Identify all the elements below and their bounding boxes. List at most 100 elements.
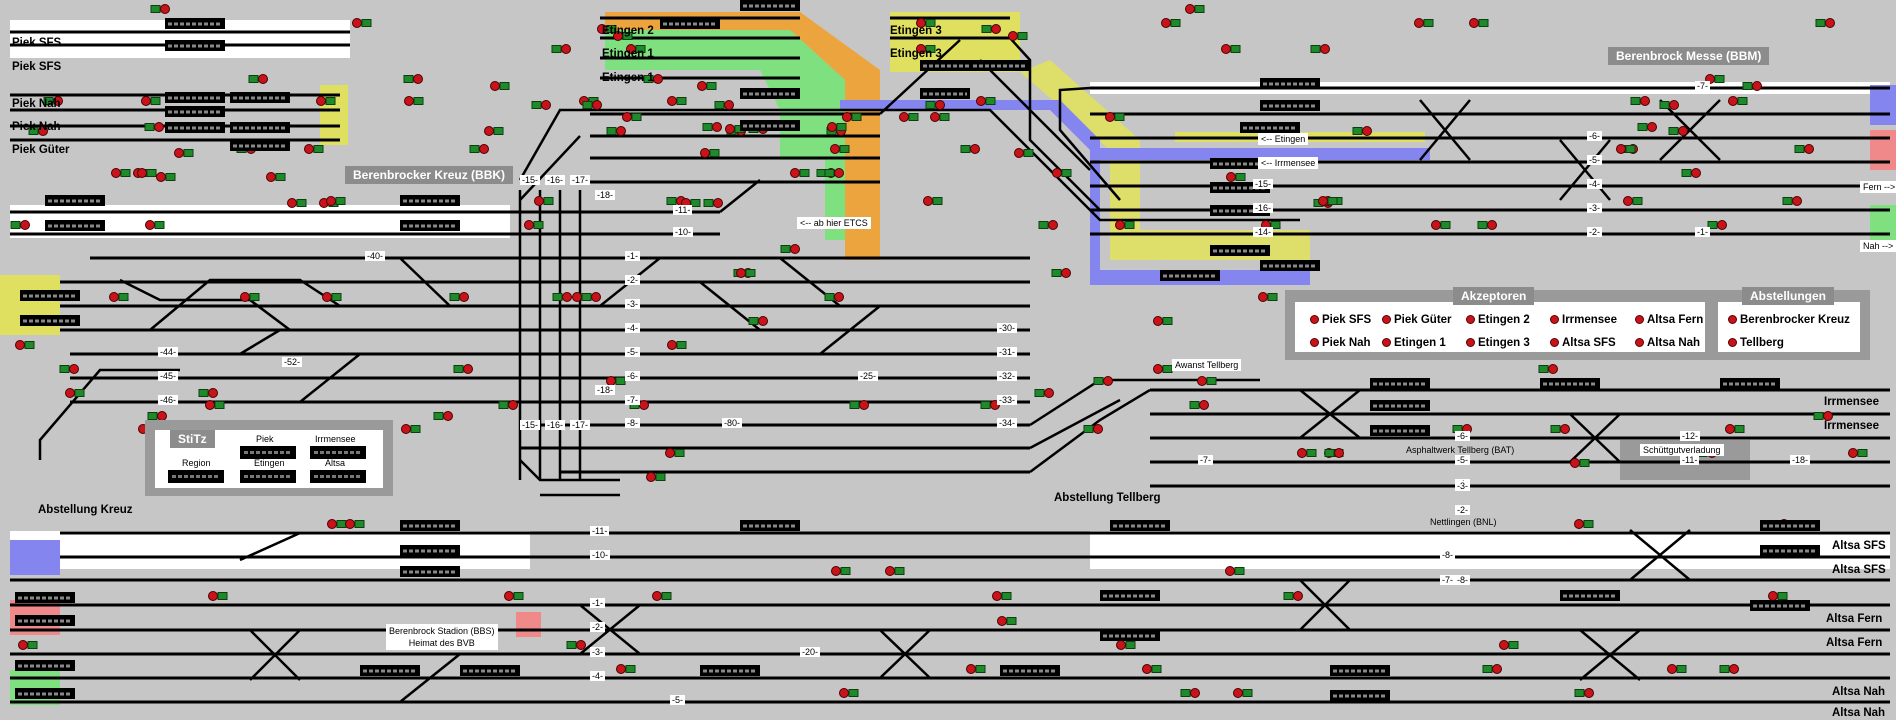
akzeptor-etingen-1[interactable]: Etingen 1: [1382, 336, 1446, 350]
station-irrmensee-2[interactable]: Irrmensee: [1824, 420, 1879, 432]
track-signal-icon[interactable]: [839, 688, 859, 698]
track-signal-icon[interactable]: [137, 168, 157, 178]
track-signal-icon[interactable]: [145, 220, 165, 230]
track-signal-icon[interactable]: [534, 196, 554, 206]
track-signal-icon[interactable]: [1667, 664, 1687, 674]
track-signal-icon[interactable]: [736, 268, 756, 278]
track-signal-icon[interactable]: [205, 400, 225, 410]
track-signal-icon[interactable]: [150, 4, 170, 14]
track-signal-icon[interactable]: [65, 388, 85, 398]
track-signal-icon[interactable]: [916, 18, 936, 28]
track-signal-icon[interactable]: [697, 81, 717, 91]
track-signal-icon[interactable]: [780, 244, 800, 254]
station-altsa-fern-1[interactable]: Altsa Fern: [1826, 613, 1883, 625]
track-signal-icon[interactable]: [622, 112, 642, 122]
track-signal-icon[interactable]: [597, 24, 617, 34]
track-signal-icon[interactable]: [960, 144, 980, 154]
track-signal-icon[interactable]: [490, 81, 510, 91]
track-signal-icon[interactable]: [498, 400, 518, 410]
track-signal-icon[interactable]: [643, 74, 663, 84]
track-signal-icon[interactable]: [1477, 220, 1497, 230]
track-signal-icon[interactable]: [1324, 448, 1344, 458]
track-signal-icon[interactable]: [1221, 44, 1241, 54]
track-signal-icon[interactable]: [790, 168, 810, 178]
akzeptor-etingen-2[interactable]: Etingen 2: [1466, 313, 1530, 327]
track-signal-icon[interactable]: [1197, 376, 1217, 386]
track-signal-icon[interactable]: [1431, 220, 1451, 230]
station-piek-nah-1[interactable]: Piek Nah: [12, 98, 61, 110]
track-signal-icon[interactable]: [748, 316, 768, 326]
track-signal-icon[interactable]: [1258, 292, 1278, 302]
track-signal-icon[interactable]: [1574, 519, 1594, 529]
track-signal-icon[interactable]: [326, 196, 346, 206]
track-signal-icon[interactable]: [327, 519, 347, 529]
track-signal-icon[interactable]: [700, 148, 720, 158]
track-signal-icon[interactable]: [997, 616, 1017, 626]
track-signal-icon[interactable]: [1083, 424, 1103, 434]
track-signal-icon[interactable]: [208, 591, 228, 601]
akzeptor-altsa-nah[interactable]: Altsa Nah: [1635, 336, 1700, 350]
abstellung-berenbrocker-kreuz[interactable]: Berenbrocker Kreuz: [1728, 313, 1850, 327]
station-piek-nah-2[interactable]: Piek Nah: [12, 121, 61, 133]
station-etingen-1b[interactable]: Etingen 1: [602, 72, 654, 84]
track-signal-icon[interactable]: [1813, 411, 1833, 421]
track-signal-icon[interactable]: [322, 292, 342, 302]
track-signal-icon[interactable]: [714, 100, 734, 110]
track-signal-icon[interactable]: [401, 424, 421, 434]
akzeptor-piek-gueter[interactable]: Piek Güter: [1382, 313, 1452, 327]
station-etingen-3b[interactable]: Etingen 3: [890, 48, 942, 60]
track-signal-icon[interactable]: [1794, 144, 1814, 154]
track-signal-icon[interactable]: [1105, 112, 1125, 122]
track-signal-icon[interactable]: [404, 96, 424, 106]
track-signal-icon[interactable]: [667, 96, 687, 106]
track-signal-icon[interactable]: [1153, 316, 1173, 326]
station-etingen-2[interactable]: Etingen 2: [602, 25, 654, 37]
akzeptor-altsa-fern[interactable]: Altsa Fern: [1635, 313, 1703, 327]
track-signal-icon[interactable]: [1038, 220, 1058, 230]
track-signal-icon[interactable]: [1318, 196, 1338, 206]
track-signal-icon[interactable]: [174, 148, 194, 158]
track-signal-icon[interactable]: [111, 168, 131, 178]
track-signal-icon[interactable]: [266, 172, 286, 182]
track-signal-icon[interactable]: [156, 172, 176, 182]
track-signal-icon[interactable]: [1668, 126, 1688, 136]
track-signal-icon[interactable]: [613, 31, 633, 41]
track-signal-icon[interactable]: [18, 640, 38, 650]
track-signal-icon[interactable]: [1719, 664, 1739, 674]
track-signal-icon[interactable]: [667, 340, 687, 350]
track-signal-icon[interactable]: [827, 122, 847, 132]
track-signal-icon[interactable]: [665, 448, 685, 458]
track-signal-icon[interactable]: [1782, 196, 1802, 206]
track-signal-icon[interactable]: [316, 96, 336, 106]
track-signal-icon[interactable]: [1616, 144, 1636, 154]
track-signal-icon[interactable]: [1659, 100, 1679, 110]
station-irrmensee-1[interactable]: Irrmensee: [1824, 396, 1879, 408]
track-signal-icon[interactable]: [930, 112, 950, 122]
station-altsa-fern-2[interactable]: Altsa Fern: [1826, 637, 1883, 649]
track-signal-icon[interactable]: [1008, 31, 1028, 41]
track-signal-icon[interactable]: [1570, 458, 1590, 468]
track-signal-icon[interactable]: [147, 411, 167, 421]
track-signal-icon[interactable]: [1185, 4, 1205, 14]
track-signal-icon[interactable]: [240, 292, 260, 302]
track-signal-icon[interactable]: [433, 411, 453, 421]
station-piek-gueter[interactable]: Piek Güter: [12, 144, 70, 156]
station-piek-sfs-2[interactable]: Piek SFS: [12, 61, 62, 73]
track-signal-icon[interactable]: [1681, 168, 1701, 178]
track-signal-icon[interactable]: [1034, 388, 1054, 398]
track-signal-icon[interactable]: [1848, 448, 1868, 458]
track-signal-icon[interactable]: [1310, 44, 1330, 54]
track-signal-icon[interactable]: [831, 566, 851, 576]
track-signal-icon[interactable]: [1093, 376, 1113, 386]
track-signal-icon[interactable]: [581, 292, 601, 302]
station-etingen-3a[interactable]: Etingen 3: [890, 25, 942, 37]
track-signal-icon[interactable]: [616, 664, 636, 674]
track-signal-icon[interactable]: [1574, 688, 1594, 698]
abstellung-tellberg[interactable]: Tellberg: [1728, 336, 1784, 350]
track-signal-icon[interactable]: [1499, 640, 1519, 650]
station-altsa-nah-1[interactable]: Altsa Nah: [1832, 686, 1886, 698]
track-signal-icon[interactable]: [824, 168, 844, 178]
track-signal-icon[interactable]: [28, 126, 48, 136]
track-signal-icon[interactable]: [702, 122, 722, 132]
station-abstellung-tellberg[interactable]: Abstellung Tellberg: [1054, 492, 1161, 504]
